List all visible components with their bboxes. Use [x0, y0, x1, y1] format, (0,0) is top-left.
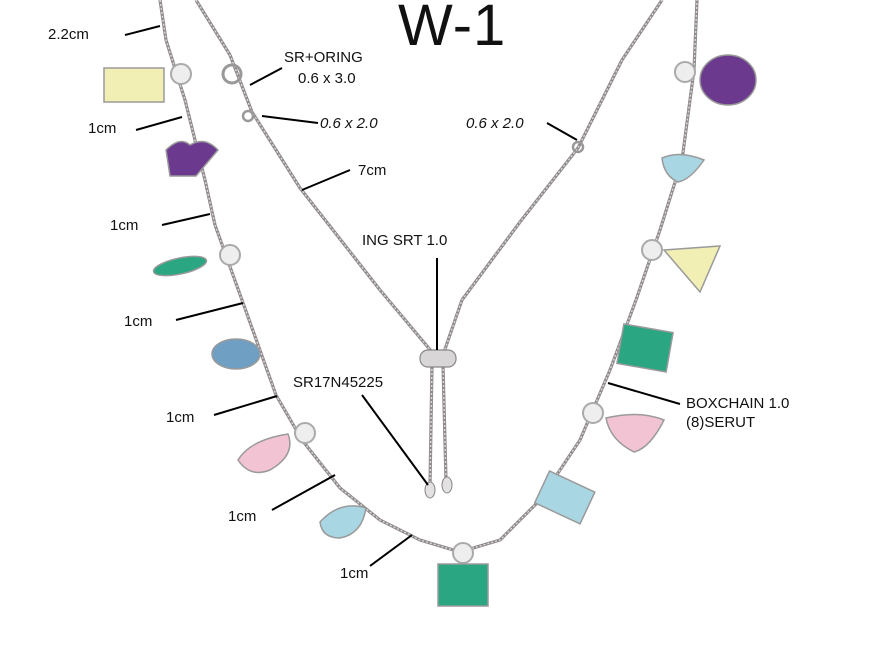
gem-green-marquise — [152, 255, 208, 277]
leader-line-10 — [161, 213, 211, 226]
gem-blue-oval — [211, 338, 261, 370]
cz-bezel-2 — [219, 244, 241, 266]
cz-bezel-6 — [641, 239, 663, 261]
gem-pink-pear — [237, 433, 291, 474]
gem-amethyst-round — [699, 54, 757, 106]
tail-drop-left — [424, 481, 436, 499]
label-model: SR17N45225 — [293, 374, 384, 391]
spring-ring-clasp — [221, 63, 243, 85]
leader-line-5 — [301, 169, 351, 191]
slider-chain-left-links — [195, 0, 433, 353]
gem-green-square — [616, 323, 674, 373]
label-spacing-4: 1cm — [166, 409, 195, 426]
leader-line-7 — [361, 394, 429, 486]
label-chain: BOXCHAIN 1.0 — [686, 395, 790, 412]
label-spring-ring: SR+ORING — [284, 49, 363, 66]
cz-bezel-5 — [582, 402, 604, 424]
label-jump-ring-left: 0.6 x 2.0 — [320, 115, 378, 132]
gem-aqua-rectangle — [533, 470, 596, 525]
leader-line-9 — [135, 116, 183, 131]
slider-chain-right-links — [443, 0, 663, 353]
label-slider: ING SRT 1.0 — [362, 232, 448, 249]
jump-ring-left — [241, 109, 255, 123]
gem-yellow-trillion — [662, 245, 722, 294]
label-spacing-1: 1cm — [88, 120, 117, 137]
tail-left-links — [429, 364, 433, 486]
leader-line-14 — [369, 534, 413, 567]
label-length-top: 2.2cm — [48, 26, 89, 43]
label-spacing-6: 1cm — [340, 565, 369, 582]
model-title: W-1 — [398, 0, 507, 58]
label-chain-note: (8)SERUT — [686, 414, 756, 431]
gem-amethyst-heart — [165, 140, 220, 177]
cz-bezel-7 — [674, 61, 696, 83]
label-spacing-5: 1cm — [228, 508, 257, 525]
label-spring-ring-size: 0.6 x 3.0 — [298, 70, 356, 87]
leader-line-11 — [175, 302, 244, 321]
cz-bezel-3 — [294, 422, 316, 444]
leader-line-3 — [261, 115, 319, 124]
leader-line-1 — [124, 25, 161, 36]
gem-pink-pear-right — [605, 413, 666, 453]
label-jump-ring-right: 0.6 x 2.0 — [466, 115, 524, 132]
tail-drop-right — [441, 476, 453, 494]
jump-ring-right — [571, 140, 585, 154]
gem-yellow-emerald-cut — [103, 67, 165, 103]
label-extension: 7cm — [358, 162, 387, 179]
leader-line-13 — [271, 474, 336, 511]
charm-chain-links — [159, 0, 698, 553]
slider-bead — [419, 349, 457, 368]
leader-line-2 — [249, 67, 283, 86]
cz-bezel-4 — [452, 542, 474, 564]
cz-bezel-1 — [170, 63, 192, 85]
leader-line-4 — [546, 122, 578, 141]
leader-line-8 — [607, 382, 681, 405]
gem-aqua-pear — [319, 505, 367, 539]
tail-right-links — [442, 364, 447, 481]
gem-aqua-pear-right — [661, 153, 706, 183]
label-spacing-2: 1cm — [110, 217, 139, 234]
leader-line-12 — [213, 395, 278, 416]
gem-green-emerald-cut — [437, 563, 489, 607]
label-spacing-3: 1cm — [124, 313, 153, 330]
